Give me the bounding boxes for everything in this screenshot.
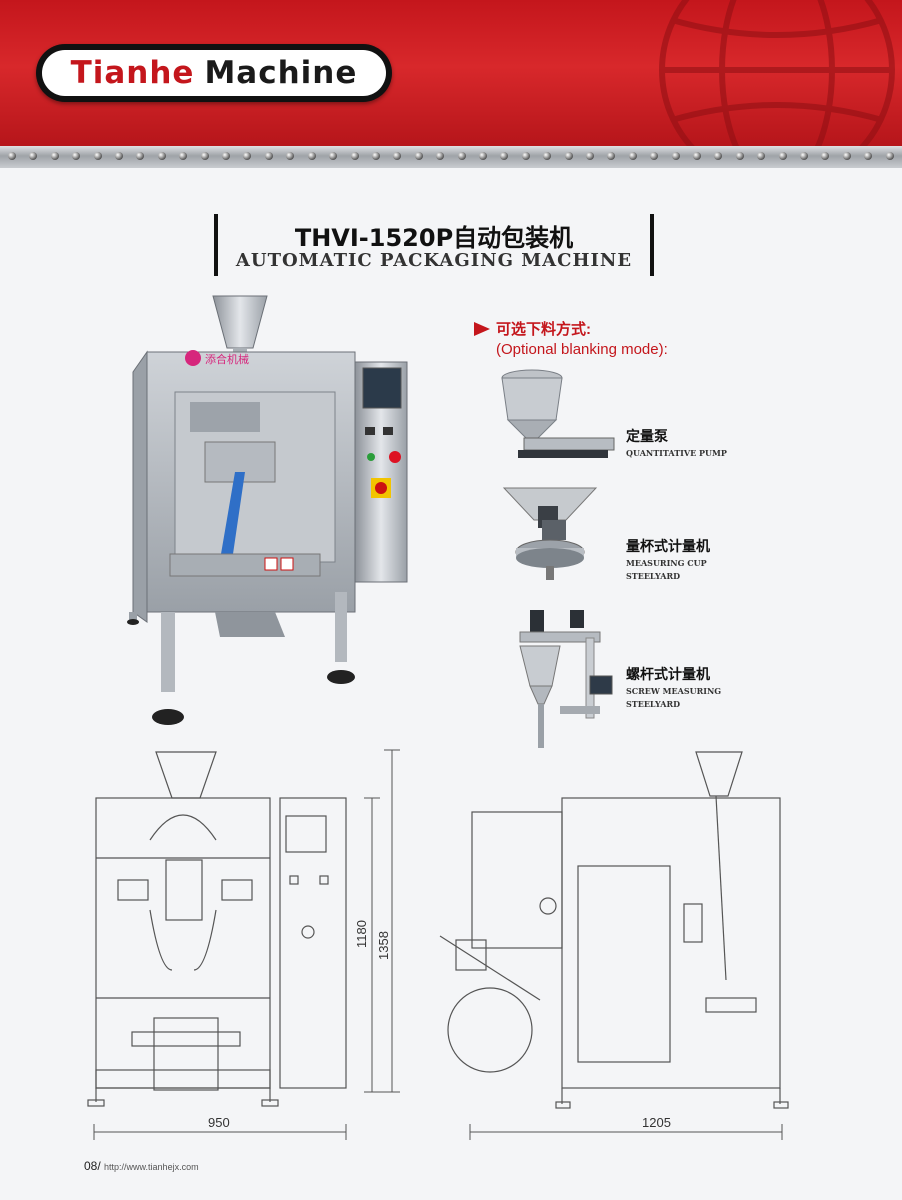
rivet-icon bbox=[800, 152, 809, 160]
rivet-icon bbox=[393, 152, 402, 160]
rivet-icon bbox=[286, 152, 295, 160]
rivet-icon bbox=[671, 152, 680, 160]
rivet-icon bbox=[628, 152, 637, 160]
front-height-outer-label: 1358 bbox=[376, 931, 391, 960]
option-pump-cn: 定量泵 bbox=[626, 429, 668, 445]
rivet-icon bbox=[521, 152, 530, 160]
rivet-icon bbox=[478, 152, 487, 160]
rivet-icon bbox=[8, 152, 16, 160]
rivet-icon bbox=[714, 152, 723, 160]
rivet-icon bbox=[585, 152, 594, 160]
options-heading-en: (Optional blanking mode): bbox=[496, 341, 668, 358]
option-screw-en-line1: SCREW MEASURING bbox=[626, 686, 722, 696]
rivet-icon bbox=[200, 152, 209, 160]
side-width-label: 1205 bbox=[642, 1115, 671, 1130]
rivet-icon bbox=[778, 152, 787, 160]
rivet-icon bbox=[72, 152, 81, 160]
rivet-icon bbox=[157, 152, 166, 160]
brand-name-part1: Tianhe bbox=[70, 55, 195, 91]
screw-measuring-icon bbox=[519, 610, 613, 748]
rivet-icon bbox=[842, 152, 851, 160]
rivet-icon bbox=[650, 152, 659, 160]
option-measuring-cup: 量杯式计量机 MEASURING CUP STEELYARD bbox=[626, 536, 710, 582]
rivet-icon bbox=[757, 152, 766, 160]
rivet-icon bbox=[864, 152, 873, 160]
machine-photo: 添合机械 bbox=[127, 295, 408, 725]
side-view-drawing bbox=[439, 751, 789, 1109]
title-chinese: THVI-1520P自动包装机 bbox=[294, 224, 574, 252]
rivet-icon bbox=[885, 152, 894, 160]
rivet-icon bbox=[436, 152, 445, 160]
technical-drawings: 950 1180 1358 1205 bbox=[87, 749, 789, 1140]
rivet-icon bbox=[115, 152, 124, 160]
title-bar-left bbox=[214, 214, 218, 276]
rivet-divider bbox=[0, 146, 902, 168]
option-screw: 螺杆式计量机 SCREW MEASURING STEELYARD bbox=[626, 664, 721, 710]
brand-name-part2: Machine bbox=[204, 55, 358, 91]
rivet-icon bbox=[29, 152, 38, 160]
option-screw-cn: 螺杆式计量机 bbox=[626, 667, 710, 683]
rivet-row bbox=[8, 152, 894, 161]
rivet-icon bbox=[222, 152, 231, 160]
option-pump-en: QUANTITATIVE PUMP bbox=[626, 448, 727, 458]
rivet-icon bbox=[543, 152, 552, 160]
rivet-icon bbox=[371, 152, 380, 160]
rivet-icon bbox=[693, 152, 701, 160]
rivet-icon bbox=[414, 152, 423, 160]
quantitative-pump-icon bbox=[501, 369, 615, 458]
front-width-label: 950 bbox=[208, 1115, 230, 1130]
measuring-cup-icon bbox=[502, 487, 598, 580]
rivet-icon bbox=[735, 152, 744, 160]
rivet-icon bbox=[329, 152, 338, 160]
rivet-icon bbox=[307, 152, 316, 160]
machine-badge-text: 添合机械 bbox=[205, 352, 249, 366]
option-screw-en-line2: STEELYARD bbox=[626, 699, 681, 709]
option-pump: 定量泵 QUANTITATIVE PUMP bbox=[626, 426, 727, 459]
rivet-icon bbox=[457, 152, 466, 160]
rivet-icon bbox=[179, 152, 188, 160]
rivet-icon bbox=[607, 152, 616, 160]
front-height-inner-label: 1180 bbox=[354, 920, 369, 948]
arrow-right-icon bbox=[474, 321, 490, 336]
page-title: THVI-1520P自动包装机 AUTOMATIC PACKAGING MACH… bbox=[214, 214, 654, 276]
front-view-drawing bbox=[87, 751, 347, 1107]
options-heading: 可选下料方式: (Optional blanking mode): bbox=[474, 318, 668, 358]
options-heading-cn: 可选下料方式: bbox=[496, 321, 591, 338]
option-cup-en-line1: MEASURING CUP bbox=[626, 558, 707, 568]
rivet-icon bbox=[821, 152, 830, 160]
globe-decoration-icon bbox=[659, 0, 895, 148]
option-cup-en-line2: STEELYARD bbox=[626, 571, 681, 581]
title-english: AUTOMATIC PACKAGING MACHINE bbox=[235, 250, 633, 271]
title-bar-right bbox=[650, 214, 654, 276]
rivet-icon bbox=[50, 152, 59, 160]
page-number: 08/ bbox=[84, 1159, 101, 1173]
rivet-icon bbox=[350, 152, 359, 160]
rivet-icon bbox=[564, 152, 573, 160]
page-footer: 08/ http://www.tianhejx.com bbox=[84, 1159, 199, 1173]
footer-url: http://www.tianhejx.com bbox=[104, 1162, 199, 1172]
rivet-icon bbox=[500, 152, 509, 160]
rivet-icon bbox=[243, 152, 252, 160]
option-cup-cn: 量杯式计量机 bbox=[626, 539, 710, 555]
rivet-icon bbox=[136, 152, 145, 160]
rivet-icon bbox=[93, 152, 102, 160]
rivet-icon bbox=[264, 152, 273, 160]
